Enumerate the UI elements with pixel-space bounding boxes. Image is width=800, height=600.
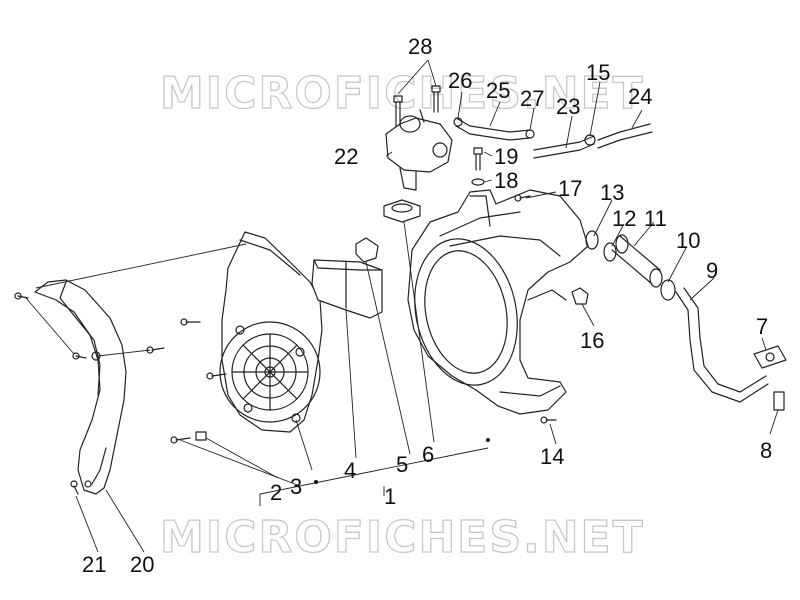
callout-16: 16: [580, 328, 605, 353]
watermark-bottom: MICROFICHES.NET: [159, 511, 645, 563]
callout-24: 24: [628, 84, 653, 109]
air-housing-part: [407, 189, 589, 415]
callout-20: 20: [130, 552, 155, 577]
grommet-part: [383, 199, 421, 223]
callout-3: 3: [290, 474, 303, 499]
side-shroud-part: [34, 279, 127, 495]
small-clip-part: [571, 287, 589, 305]
reference-dots: [314, 438, 490, 484]
callout-5: 5: [396, 452, 409, 477]
callout-8: 8: [760, 438, 773, 463]
callout-1: 1: [384, 484, 397, 509]
callout-21: 21: [82, 552, 107, 577]
gasket-nut-part: [753, 345, 787, 411]
callout-17: 17: [558, 176, 583, 201]
callout-10: 10: [676, 228, 701, 253]
upper-hose-part: [453, 117, 535, 141]
callout-6: 6: [422, 442, 435, 467]
screws-part: [14, 194, 557, 495]
leader-lines: [25, 59, 779, 553]
clip-part: [355, 237, 379, 263]
callout-25: 25: [486, 78, 511, 103]
callout-13: 13: [600, 180, 625, 205]
callout-19: 19: [494, 144, 519, 169]
outlet-hose-part: [533, 123, 653, 159]
callout-15: 15: [586, 60, 611, 85]
callout-7: 7: [756, 314, 769, 339]
callout-23: 23: [556, 94, 581, 119]
exhaust-pipe-part: [675, 287, 769, 403]
fan-cover-part: [219, 231, 323, 433]
callout-11: 11: [644, 206, 667, 231]
screw-washer-part: [471, 147, 485, 186]
callout-4: 4: [344, 458, 357, 483]
foam-pad-part: [311, 259, 383, 319]
callout-27: 27: [520, 86, 545, 111]
clamp-sleeve-part: [585, 230, 676, 301]
callout-12: 12: [612, 206, 637, 231]
callout-26: 26: [448, 68, 473, 93]
callout-18: 18: [494, 168, 519, 193]
callout-22: 22: [334, 144, 359, 169]
callout-28: 28: [408, 34, 433, 59]
callout-9: 9: [706, 258, 719, 283]
air-valve-part: [385, 109, 453, 191]
valve-bolts-part: [393, 85, 441, 127]
callout-2: 2: [270, 480, 283, 505]
watermark-top: MICROFICHES.NET: [159, 67, 645, 119]
callout-14: 14: [540, 444, 565, 469]
